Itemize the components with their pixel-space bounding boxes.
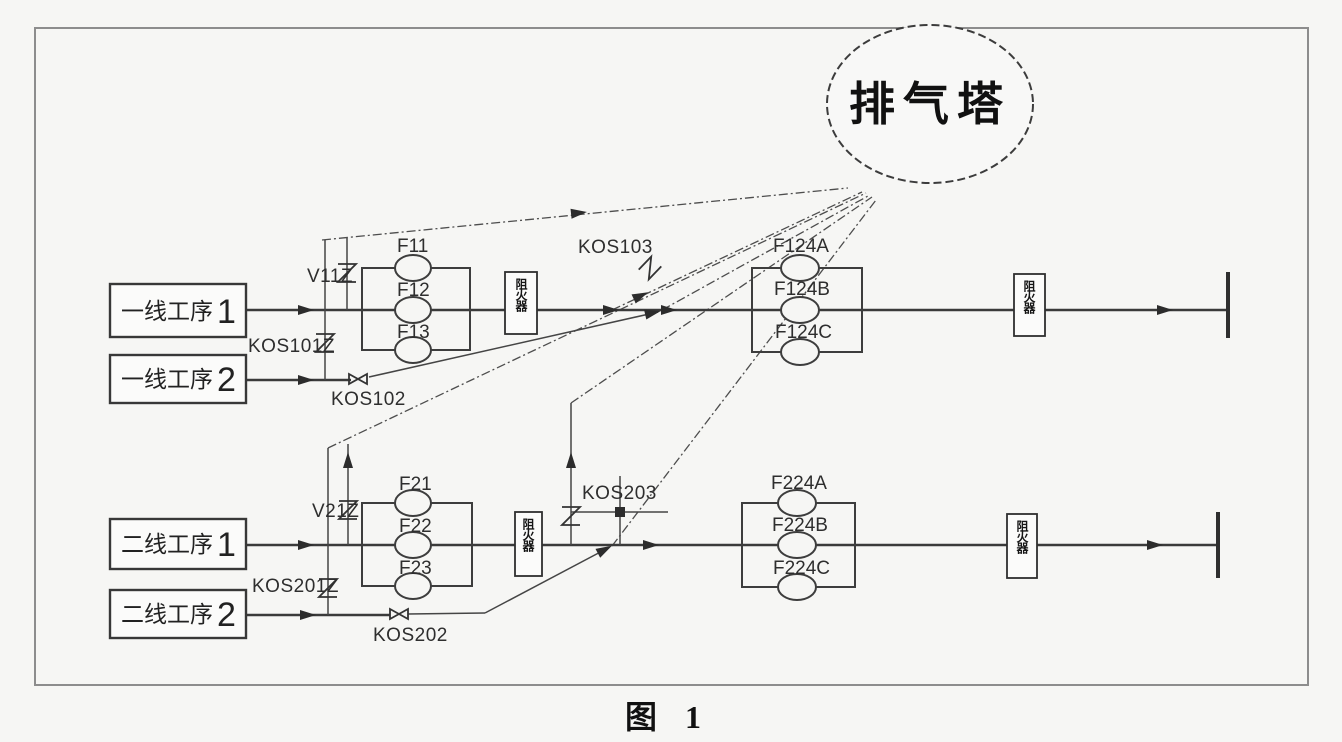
flame-arrester-2: 阻火器: [1013, 273, 1046, 337]
kos202-valve-icon: [389, 607, 409, 621]
source-box-number: 1: [217, 293, 236, 331]
vent-lines-to-tower: [321, 187, 877, 547]
filter-label: F124C: [775, 322, 832, 343]
source-box-label: 二线工序: [121, 531, 213, 557]
kos103-valve-icon: [638, 254, 662, 282]
source-box-label: 二线工序: [121, 601, 213, 627]
source-box-label: 一线工序: [121, 366, 213, 392]
exhaust-tower: 排气塔: [826, 24, 1034, 184]
filter-label: F21: [399, 474, 432, 495]
valve-label-v11z: V11Z: [307, 266, 353, 287]
filter-label: F224C: [773, 558, 830, 579]
valve-label-kos102: KOS102: [331, 389, 406, 410]
valve-label-kos201z: KOS201Z: [252, 576, 339, 597]
process-line-2: F21 F22 F23 阻火器 F224A F224B F224C 阻火器: [246, 403, 1220, 646]
exhaust-tower-label: 排气塔: [849, 79, 1011, 130]
kos102-valve-icon: [348, 372, 368, 386]
valve-label-kos103: KOS103: [578, 237, 653, 258]
kos203-valve-icon: [559, 506, 583, 526]
filter-label: F224B: [772, 515, 828, 536]
source-box-line2-2: 二线工序 2: [108, 588, 248, 640]
source-box-number: 1: [217, 526, 236, 564]
source-box-line2-1: 二线工序 1: [108, 517, 248, 571]
filter-block-f124: F124A F124B F124C: [751, 236, 863, 366]
kos203-junction-marker: [615, 507, 625, 517]
valve-label-kos101z: KOS101Z: [248, 336, 335, 357]
source-box-label: 一线工序: [121, 298, 213, 324]
flame-arrester-label: 阻火器: [521, 517, 535, 553]
filter-block-f2x: F21 F22 F23: [361, 474, 473, 600]
kos201-valve-icon: [316, 578, 340, 598]
filter-label: F124A: [773, 236, 829, 257]
v11-valve-icon: [335, 263, 359, 283]
figure-caption: 图 1: [625, 699, 711, 735]
filter-label: F23: [399, 558, 432, 579]
exhaust-tower-circle: [826, 24, 1034, 184]
process-line-1: F11 F12 F13 阻火器 F124A F124B F124C 阻火器: [246, 236, 1230, 410]
flame-arrester-label: 阻火器: [1015, 519, 1029, 555]
source-box-line1-1: 一线工序 1: [108, 282, 248, 339]
flame-arrester-3: 阻火器: [514, 511, 543, 577]
valve-label-kos203: KOS203: [582, 483, 657, 504]
drawing-border: [34, 27, 1309, 686]
filter-label: F124B: [774, 279, 830, 300]
filter-label: F224A: [771, 473, 827, 494]
flame-arrester-label: 阻火器: [1022, 279, 1036, 315]
flow-arrows-line1: [298, 305, 1173, 385]
flow-arrow: [570, 208, 587, 219]
source-box-number: 2: [217, 596, 236, 634]
line2-bypass-diagonal: [484, 547, 609, 614]
flow-arrow: [631, 292, 649, 304]
valve-label-kos202: KOS202: [373, 625, 448, 646]
source-box-line1-2: 一线工序 2: [108, 353, 248, 405]
source-box-number: 2: [217, 361, 236, 399]
filter-label: F12: [397, 280, 430, 301]
filter-label: F11: [397, 236, 428, 257]
filter-block-f224: F224A F224B F224C: [741, 473, 856, 601]
valve-label-v21z: V21Z: [312, 501, 359, 522]
v21-valve-icon: [336, 500, 360, 520]
filter-label: F13: [397, 322, 430, 343]
source-boxes: 一线工序 1 一线工序 2 二线工序 1 二线工序 2: [108, 282, 248, 640]
kos101-valve-icon: [313, 333, 337, 353]
line1-bypass-diagonal: [368, 311, 659, 378]
filter-block-f1x: F11 F12 F13: [361, 236, 471, 364]
flame-arrester-1: 阻火器: [504, 271, 538, 335]
flame-arrester-label: 阻火器: [514, 277, 528, 313]
line2-bypass-stub: [407, 612, 486, 615]
flow-arrows-line2: [298, 452, 1163, 620]
filter-label: F22: [399, 516, 432, 537]
flame-arrester-4: 阻火器: [1006, 513, 1038, 579]
